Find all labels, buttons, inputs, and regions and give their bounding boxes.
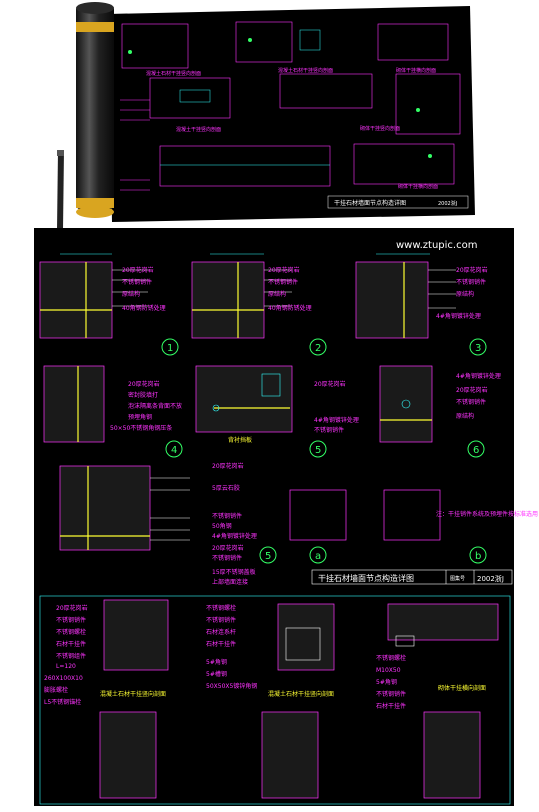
detail-label: 20厚花岗岩 — [212, 544, 244, 552]
bottom-label: L5不锈钢锚栓 — [44, 698, 81, 706]
detail-label: 不锈钢销件 — [212, 512, 242, 520]
detail-label: 20厚花岗岩 — [268, 266, 300, 274]
bottom-label: 不锈钢螺栓 — [206, 604, 236, 612]
detail-number: 3 — [475, 343, 481, 354]
detail-label: 背衬挡板 — [228, 436, 252, 444]
section-title: 砌体干挂横向剖面 — [438, 684, 486, 692]
bottom-label: 石材连系杆 — [206, 628, 236, 636]
bottom-label: 5#槽钢 — [206, 670, 227, 678]
detail-label: 不锈钢销件 — [268, 278, 298, 286]
bottom-label: 不锈钢销件 — [206, 616, 236, 624]
drawing-no: 2002浙J — [477, 574, 504, 583]
detail-label: 不锈钢销件 — [212, 554, 242, 562]
preview-label: 砌体干挂横向剖面 — [396, 67, 436, 74]
detail-label: 原结构 — [456, 290, 474, 298]
detail-label: 40角钢防锈处理 — [122, 304, 166, 312]
section-title: 混凝土石材干挂竖向剖面 — [100, 690, 166, 698]
detail-label: 上部墙面连接 — [212, 578, 248, 586]
detail-number: 6 — [473, 445, 479, 456]
detail-label: 4#角钢镀锌处理 — [314, 416, 359, 424]
bottom-label: 石材干挂件 — [206, 640, 236, 648]
preview-label: 砌体干挂竖向剖面 — [360, 125, 400, 132]
detail-label: 50角钢 — [212, 522, 232, 530]
detail-number: 5 — [265, 551, 271, 562]
detail-label: 不锈钢销件 — [456, 278, 486, 286]
bottom-label: M10X50 — [376, 667, 401, 674]
detail-label: 20厚花岗岩 — [122, 266, 154, 274]
detail-label: 20厚花岗岩 — [456, 386, 488, 394]
bottom-label: 石材干挂件 — [376, 702, 406, 710]
detail-label: 4#角钢镀锌处理 — [212, 532, 257, 540]
preview-label: 砌体干挂横向剖面 — [398, 183, 438, 190]
detail-row-1: 20厚花岗岩 不锈钢销件 原结构 40角钢防锈处理 20厚花岗岩 不锈钢销件 原… — [39, 253, 488, 356]
detail-label: 原结构 — [122, 290, 140, 298]
detail-number: 2 — [315, 343, 321, 354]
bottom-label: 不锈钢销件 — [376, 690, 406, 698]
detail-label: 20厚花岗岩 — [212, 462, 244, 470]
bottom-label: 石材干挂件 — [56, 640, 86, 648]
preview-label: 混凝土干挂竖向剖面 — [176, 126, 221, 133]
detail-number: b — [475, 551, 481, 562]
bottom-label: 5#角钢 — [206, 658, 227, 666]
detail-label: 原结构 — [268, 290, 286, 298]
detail-label: 5厚云石胶 — [212, 484, 240, 492]
preview-sheet: 混凝土石材干挂竖向剖面 混凝土石材干挂竖向剖面 砌体干挂横向剖面 混凝土干挂竖向… — [108, 6, 475, 222]
preview-drawing-no: 2002浙J — [438, 200, 457, 207]
preview-title: 干挂石材墙面节点构造详图 — [334, 199, 406, 207]
detail-label: 50×50不锈钢角钢压条 — [110, 424, 172, 432]
bottom-label: 5#角钢 — [376, 678, 397, 686]
preview-label: 混凝土石材干挂竖向剖面 — [146, 70, 201, 77]
detail-label: 20厚花岗岩 — [128, 380, 160, 388]
detail-number: 5 — [315, 445, 321, 456]
preview-label: 混凝土石材干挂竖向剖面 — [278, 67, 333, 74]
detail-label: 40角钢防锈处理 — [268, 304, 312, 312]
bottom-label: 50X50X5镀锌角钢 — [206, 682, 257, 690]
detail-label: 不锈钢销件 — [122, 278, 152, 286]
bottom-sections: 20厚花岗岩 不锈钢销件 不锈钢螺栓 石材干挂件 不锈钢组件 L=120 260… — [39, 595, 511, 805]
detail-label: 4#角钢镀锌处理 — [456, 372, 501, 380]
detail-number: 1 — [167, 343, 173, 354]
detail-row-3: 20厚花岗岩 5厚云石胶 不锈钢销件 50角钢 4#角钢镀锌处理 20厚花岗岩 … — [59, 462, 538, 586]
detail-label: 原结构 — [456, 412, 474, 420]
bottom-label: 不锈钢销件 — [56, 616, 86, 624]
detail-note: 注：干挂销件系统及预埋件按标准选用 — [436, 510, 538, 518]
detail-row-2: 20厚花岗岩 密封胶填打 泡沫隔离条背面不放 预埋角钢 50×50不锈钢角钢压条… — [43, 365, 501, 458]
drawing-tube — [76, 2, 114, 218]
bottom-label: 不锈钢螺栓 — [376, 654, 406, 662]
detail-number: a — [315, 551, 321, 562]
detail-label: 4#角钢镀锌处理 — [436, 312, 481, 320]
detail-label: 密封胶填打 — [128, 391, 158, 399]
detail-label: 20厚花岗岩 — [314, 380, 346, 388]
detail-label: 泡沫隔离条背面不放 — [128, 402, 182, 410]
site-watermark: www.ztupic.com — [396, 240, 477, 251]
detail-number: 4 — [171, 445, 177, 456]
main-sheet: www.ztupic.com — [34, 228, 538, 806]
detail-label: 20厚花岗岩 — [456, 266, 488, 274]
detail-label: 预埋角钢 — [128, 413, 152, 421]
bottom-label: L=120 — [56, 663, 76, 670]
sheet-title: 干挂石材墙面节点构造详图 — [318, 573, 414, 583]
detail-label: 不锈钢销件 — [456, 398, 486, 406]
bottom-label: 不锈钢组件 — [56, 652, 86, 660]
drawing-no-label: 图集号 — [450, 575, 465, 582]
detail-label: 15厚不锈钢盖板 — [212, 568, 256, 576]
section-title: 混凝土石材干挂竖向剖面 — [268, 690, 334, 698]
pen — [57, 150, 64, 240]
title-block: 干挂石材墙面节点构造详图 图集号 2002浙J — [311, 569, 513, 585]
bottom-label: 不锈钢螺栓 — [56, 628, 86, 636]
detail-label: 不锈钢销件 — [314, 426, 344, 434]
bottom-label: 20厚花岗岩 — [56, 604, 88, 612]
bottom-label: 膨胀螺栓 — [44, 686, 68, 694]
bottom-label: 260X100X10 — [44, 675, 83, 682]
